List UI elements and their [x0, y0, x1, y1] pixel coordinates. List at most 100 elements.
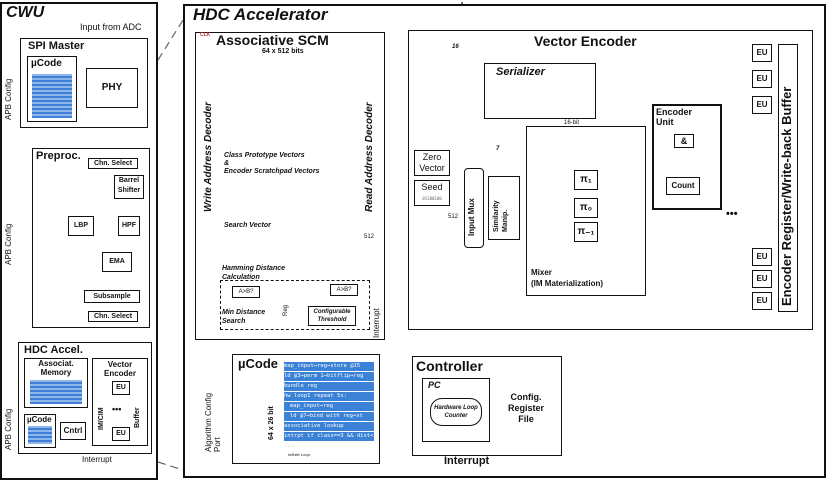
ucode-title: µCode	[238, 356, 278, 371]
cwu-eu-1: EU	[112, 381, 130, 395]
cwu-interrupt-label: Interrupt	[82, 455, 112, 464]
ucode-line-5: map_input→reg	[284, 402, 374, 411]
controller-interrupt: Interrupt	[444, 455, 490, 467]
pi-0-block: π₀	[574, 198, 598, 218]
cwu-ucode-label: µCode	[27, 415, 52, 424]
cwu-buffer-label: Buffer	[134, 407, 141, 428]
scm-interrupt-label: Interrupt	[372, 308, 381, 338]
read-address-decoder: Read Address Decoder	[364, 102, 375, 212]
cwu-eu-2: EU	[112, 427, 130, 441]
similarity-manip-label: Similarity Manip.	[493, 200, 509, 232]
serializer-16bit: 16-bit	[564, 120, 580, 126]
hpf-block: HPF	[118, 216, 140, 236]
phy-block	[86, 68, 138, 108]
algorithm-config-port: Algorithm Config Port	[204, 392, 222, 452]
eu-5: EU	[752, 270, 772, 288]
zero-vector-block: Zero Vector	[414, 150, 450, 176]
scm-width-512: 512	[364, 234, 375, 240]
ucode-size-label: 64 x 26 bit	[268, 406, 275, 440]
apb-config-label-2: APB Config	[4, 223, 13, 265]
min-search-dashed	[220, 280, 370, 330]
pc-block	[422, 378, 490, 442]
eu-4: EU	[752, 248, 772, 266]
vectors-ampersand: &	[224, 160, 230, 167]
pi-1-block: π₁	[574, 170, 598, 190]
assoc-memory-array	[30, 380, 82, 404]
ucode-line-8: intrpt if class==3 && dist<th	[284, 432, 374, 441]
ucode-line-6: ld @7→bind with reg→st	[284, 412, 374, 421]
search-reg-label: Reg	[283, 304, 289, 316]
spi-ucode-memory	[32, 74, 72, 118]
ucode-line-1: map_input→reg→store @15	[284, 362, 374, 371]
ucode-line-9: ...	[284, 443, 294, 449]
spi-ucode-label: µCode	[31, 58, 62, 69]
cwu-ucode-memory	[28, 426, 52, 444]
ucode-line-7: associative lookup	[284, 422, 374, 431]
cwu-vector-encoder-label: Vector Encoder	[103, 360, 136, 378]
apb-config-label-1: APB Config	[4, 78, 13, 120]
preproc-title: Preproc.	[36, 150, 81, 162]
accelerator-title: HDC Accelerator	[193, 5, 328, 24]
ucode-line-3: bundle reg	[284, 382, 374, 391]
seed-bits: 01100100	[422, 196, 442, 201]
encoder-register-buffer	[778, 44, 798, 312]
input-mux	[464, 168, 484, 248]
serializer-title: Serializer	[496, 66, 545, 78]
cwu-eu-dots: •••	[112, 404, 122, 414]
width-512: 512	[448, 214, 459, 220]
encoder-register-label: Encoder Register/Write-back Buffer	[779, 86, 794, 306]
cwu-cntrl-block: Cntrl	[60, 422, 86, 440]
lbp-block: LBP	[68, 216, 94, 236]
adc-input-label: Input from ADC	[80, 22, 142, 32]
chn-select-bottom: Chn. Select	[88, 311, 138, 322]
eu-2: EU	[752, 70, 772, 88]
width-16: 16	[452, 44, 459, 50]
hamming-distance-label: Hamming Distance Calculation	[222, 265, 286, 281]
serializer-block	[484, 63, 596, 119]
eu-6: EU	[752, 292, 772, 310]
hdc-accel-title: HDC Accel.	[24, 344, 83, 356]
apb-config-label-3: APB Config	[4, 408, 13, 450]
encoder-scratchpad-vectors: Encoder Scratchpad Vectors	[224, 168, 320, 175]
ucode-line-2: ld @3→perm 1→bitflip→reg	[284, 372, 374, 381]
cwu-title: CWU	[6, 4, 45, 21]
config-register-file: Config. Register File	[507, 392, 544, 424]
eu-and-gate: &	[674, 134, 694, 148]
scm-title: Associative SCM	[216, 32, 329, 48]
class-prototype-vectors: Class Prototype Vectors	[224, 152, 305, 159]
width-7: 7	[496, 146, 500, 152]
spi-master-title: SPI Master	[28, 40, 85, 52]
scm-size: 64 x 512 bits	[262, 48, 304, 55]
chn-select-top: Chn. Select	[88, 158, 138, 169]
eu-3: EU	[752, 96, 772, 114]
controller-title: Controller	[416, 358, 483, 374]
similarity-manip	[488, 176, 520, 240]
pi-minus1-block: π₋₁	[574, 222, 598, 242]
seed-label: Seed	[421, 182, 443, 192]
write-address-decoder: Write Address Decoder	[203, 101, 214, 212]
im-cim-label: IM/CIM	[98, 407, 105, 430]
barrel-shifter-block: Barrel Shifter	[114, 175, 144, 199]
ucode-line-4: hw loop1 repeat 5x:	[284, 392, 374, 401]
mixer-title: Mixer	[531, 268, 552, 277]
im-materialization: (IM Materialization)	[531, 279, 604, 288]
eu-count-block: Count	[666, 177, 700, 195]
assoc-memory-label: Associat. Memory	[38, 359, 74, 377]
subsample-block: Subsample	[84, 290, 140, 303]
comparator-2: A>B?	[330, 284, 358, 296]
min-distance-search-label: Min Distance Search	[222, 309, 266, 325]
phy-label: PHY	[101, 82, 123, 93]
eu-dots: •••	[726, 208, 738, 220]
comparator-1: A>B?	[232, 286, 260, 298]
hardware-loop-counter: Hardware Loop Counter	[430, 398, 482, 426]
configurable-threshold: Configurable Threshold	[308, 306, 356, 326]
input-mux-label: Input Mux	[467, 198, 476, 236]
vector-encoder-title: Vector Encoder	[534, 33, 637, 49]
pc-label: PC	[428, 380, 441, 390]
scm-clk-label: CLK	[200, 32, 211, 38]
eu-1: EU	[752, 44, 772, 62]
search-vector-label: Search Vector	[224, 222, 271, 229]
ema-block: EMA	[102, 252, 132, 272]
infinite-loop-label: Infinite Loop	[288, 452, 310, 457]
encoder-unit-title: Encoder Unit	[656, 107, 693, 127]
